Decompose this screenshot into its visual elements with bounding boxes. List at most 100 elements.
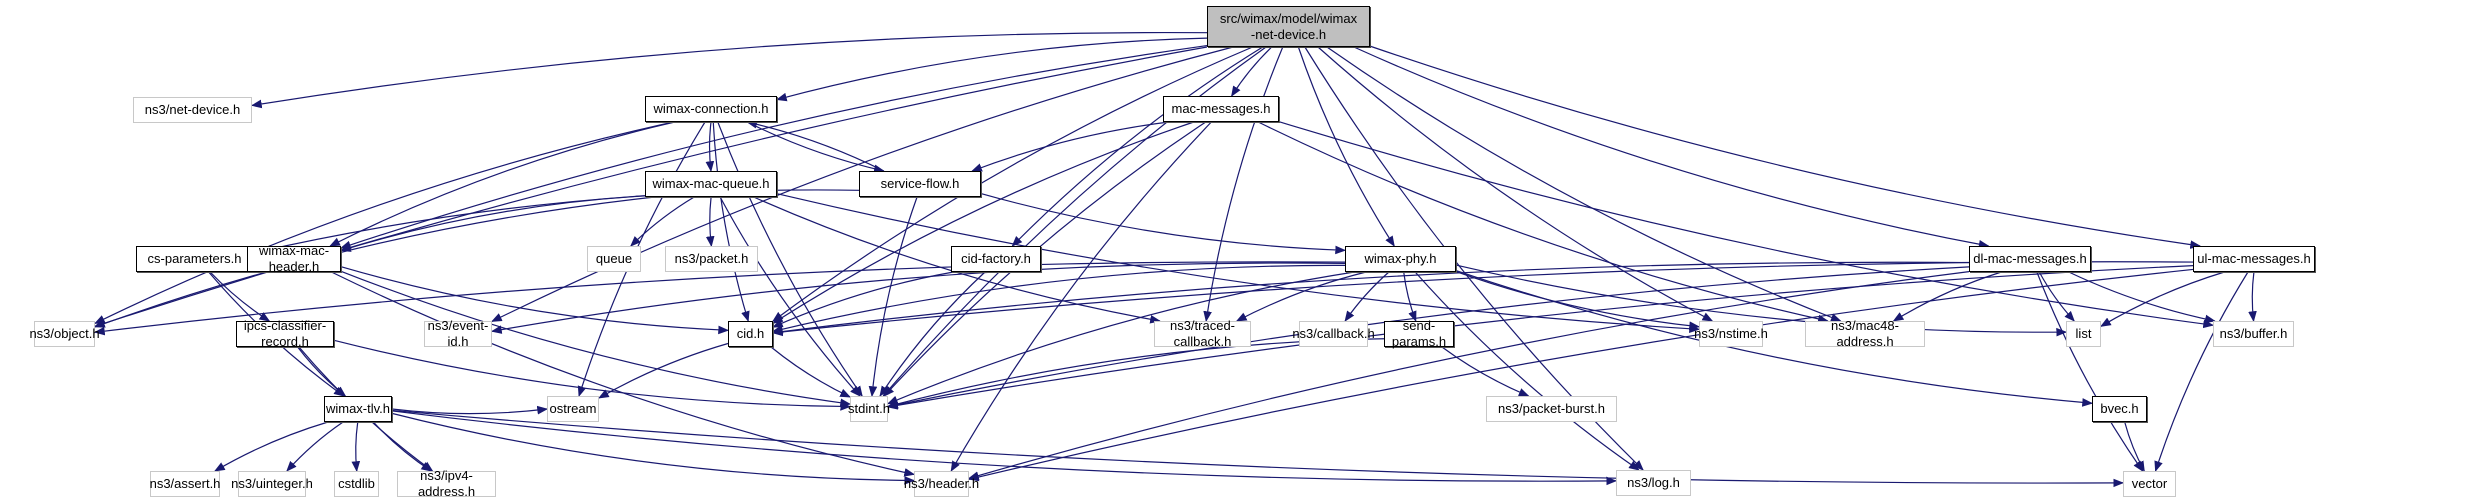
edge-wimax-phy-to-callback — [1344, 271, 1390, 322]
edge-send-params-to-stdint — [886, 338, 1385, 409]
edge-root-to-ul-mac-messages — [1369, 45, 2202, 249]
node-wimax-phy[interactable]: wimax-phy.h — [1345, 246, 1456, 272]
node-ul-mac-messages[interactable]: ul-mac-messages.h — [2193, 246, 2315, 272]
node-label: ipcs-classifier-record.h — [243, 318, 327, 349]
node-object: ns3/object.h — [29, 321, 100, 347]
edge-cid-factory-to-stdint — [879, 271, 986, 397]
node-stdint: stdint.h — [848, 396, 890, 422]
node-service-flow[interactable]: service-flow.h — [859, 171, 981, 197]
edge-mac-messages-to-buffer — [1278, 121, 2215, 329]
edge-dl-mac-messages-to-list — [2038, 271, 2075, 322]
edge-service-flow-to-stdint — [868, 196, 918, 398]
edge-wimax-connection-to-cid — [712, 121, 750, 323]
edge-mac-messages-to-service-flow — [971, 121, 1169, 172]
node-label: stdint.h — [848, 401, 890, 416]
node-label: ns3/net-device.h — [144, 102, 241, 117]
node-label: vector — [2131, 476, 2168, 491]
edge-ipcs-classifier-record-to-stdint — [333, 339, 852, 411]
node-send-params[interactable]: send-params.h — [1384, 318, 1454, 349]
node-callback: ns3/callback.h — [1292, 321, 1375, 347]
node-label: send-params.h — [1391, 318, 1447, 349]
node-label: cid.h — [736, 326, 765, 341]
edge-wimax-mac-queue-to-queue — [630, 196, 695, 247]
node-cid-factory[interactable]: cid-factory.h — [951, 246, 1041, 272]
node-label: ns3/nstime.h — [1694, 326, 1768, 341]
edge-root-to-cid — [772, 46, 1253, 322]
edge-wimax-mac-queue-to-object — [93, 196, 656, 328]
node-cid[interactable]: cid.h — [728, 321, 773, 347]
edge-send-params-to-packet-burst — [1441, 346, 1530, 397]
edge-wimax-connection-to-wimax-mac-queue — [705, 121, 715, 173]
edge-root-to-wimax-connection — [775, 37, 1208, 102]
edge-mac-messages-to-cid — [772, 121, 1195, 324]
node-label: ns3/object.h — [29, 326, 100, 341]
edge-service-flow-to-wimax-connection — [746, 119, 885, 172]
edge-wimax-phy-to-event-id — [490, 262, 1346, 334]
node-label: ns3/packet.h — [674, 251, 749, 266]
node-label: ostream — [549, 401, 597, 416]
edge-ul-mac-messages-to-buffer — [2248, 271, 2257, 323]
node-label: ns3/ipv4-address.h — [417, 468, 476, 499]
node-label: ns3/buffer.h — [2219, 326, 2288, 341]
edge-wimax-mac-queue-to-nstime — [776, 193, 1701, 334]
edge-service-flow-to-wimax-phy — [980, 192, 1347, 255]
node-label: ns3/assert.h — [149, 476, 221, 491]
edge-wimax-phy-to-object — [93, 261, 1346, 336]
node-label: ns3/header.h — [903, 476, 980, 491]
node-buffer: ns3/buffer.h — [2213, 321, 2294, 347]
edge-wimax-mac-queue-to-packet — [705, 196, 715, 248]
edge-root-to-net-device — [250, 31, 1208, 109]
node-ipcs-classifier-record[interactable]: ipcs-classifier-record.h — [236, 318, 334, 349]
node-label: ns3/traced-callback.h — [1169, 318, 1236, 349]
node-mac-messages[interactable]: mac-messages.h — [1163, 96, 1279, 122]
edge-root-to-object — [93, 46, 1208, 328]
node-wimax-mac-queue[interactable]: wimax-mac-queue.h — [645, 171, 777, 197]
edge-wimax-phy-to-nstime — [1455, 271, 1701, 331]
node-root[interactable]: src/wimax/model/wimax -net-device.h — [1207, 6, 1370, 47]
node-label: cs-parameters.h — [147, 251, 242, 266]
node-label: wimax-mac-queue.h — [652, 176, 770, 191]
node-label: dl-mac-messages.h — [1973, 251, 2087, 266]
edge-ul-mac-messages-to-stdint — [886, 265, 2194, 410]
node-cs-parameters[interactable]: cs-parameters.h — [136, 246, 253, 272]
edge-wimax-mac-header-to-stdint — [340, 270, 852, 408]
node-label: wimax-connection.h — [653, 101, 769, 116]
node-wimax-connection[interactable]: wimax-connection.h — [645, 96, 777, 122]
edge-ul-mac-messages-to-list — [2100, 271, 2225, 327]
node-wimax-mac-header[interactable]: wimax-mac-header.h — [247, 243, 341, 274]
edge-wimax-phy-to-traced-callback — [1235, 271, 1367, 322]
node-ipv4-address: ns3/ipv4-address.h — [397, 468, 496, 499]
node-assert: ns3/assert.h — [150, 471, 220, 497]
node-bvec[interactable]: bvec.h — [2092, 396, 2147, 422]
node-dl-mac-messages[interactable]: dl-mac-messages.h — [1969, 246, 2091, 272]
edge-mac-messages-to-header — [950, 121, 1212, 472]
edge-wimax-phy-to-cid — [771, 264, 1346, 334]
node-list: list — [2066, 321, 2101, 347]
edge-wimax-phy-to-list — [1455, 264, 2068, 337]
edge-dl-mac-messages-to-vector — [2036, 271, 2144, 472]
node-label: ns3/callback.h — [1292, 326, 1375, 341]
edge-wimax-connection-to-service-flow — [746, 121, 885, 174]
node-ostream: ostream — [547, 396, 599, 422]
node-uinteger: ns3/uinteger.h — [231, 471, 313, 497]
node-packet: ns3/packet.h — [665, 246, 758, 272]
node-label: ns3/event-id.h — [427, 318, 489, 349]
edge-wimax-tlv-to-cstdlib — [351, 421, 361, 473]
node-label: queue — [595, 251, 633, 266]
edge-root-to-nstime — [1317, 46, 1714, 322]
edge-wimax-tlv-to-ostream — [391, 405, 549, 415]
node-label: ul-mac-messages.h — [2197, 251, 2311, 266]
edge-cid-to-ostream — [598, 342, 729, 399]
node-label: mac-messages.h — [1171, 101, 1271, 116]
node-event-id: ns3/event-id.h — [424, 318, 492, 349]
edge-root-to-event-id — [491, 46, 1234, 322]
node-label: ns3/uinteger.h — [231, 476, 313, 491]
node-log: ns3/log.h — [1616, 470, 1691, 496]
node-vector: vector — [2123, 471, 2176, 497]
node-label: ns3/log.h — [1627, 475, 1680, 490]
edge-cid-to-stdint — [770, 346, 851, 398]
edge-wimax-phy-to-stdint — [887, 271, 1355, 405]
edge-dl-mac-messages-to-stdint — [886, 266, 1970, 409]
edge-root-to-traced-callback — [1203, 46, 1284, 323]
node-wimax-tlv[interactable]: wimax-tlv.h — [324, 396, 392, 422]
